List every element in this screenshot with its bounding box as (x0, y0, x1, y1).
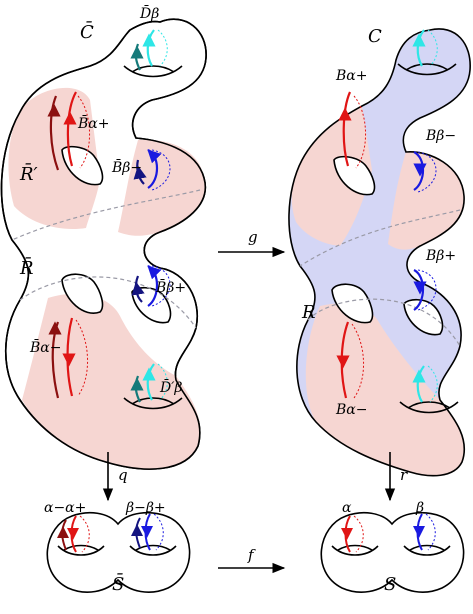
label-C: C (368, 26, 382, 47)
arrow-f-label: f (247, 546, 256, 564)
label-B-bar-beta-minus: B̄β− (111, 158, 142, 176)
label-R-bar-prime: R̄′ (19, 162, 38, 185)
label-B-beta-minus: Bβ− (425, 128, 456, 144)
left-dashed-1 (11, 189, 201, 241)
label-R-bar: R̄ (19, 256, 34, 279)
right-hole-2 (331, 283, 374, 324)
arrow-q-label: q (118, 466, 128, 484)
right-hole-3 (403, 298, 444, 336)
left-curve-Dbar-beta (130, 29, 168, 71)
left-handle-top (123, 65, 183, 78)
label-beta: β (415, 500, 424, 516)
right-pink-region-bottom (305, 303, 465, 476)
left-dashed-2 (19, 276, 197, 329)
label-C-bar: C̄ (80, 20, 94, 43)
label-S: S (384, 574, 396, 595)
right-curve-B-beta-plus (413, 269, 437, 311)
left-curve-Bbar-alpha-plus (47, 91, 90, 171)
surface-S-bar (46, 511, 191, 593)
left-covering-surface (0, 18, 207, 470)
arrow-r: r (384, 452, 408, 502)
label-alpha: α (342, 500, 352, 516)
label-alpha-minus-alpha-plus: α−α+ (44, 500, 86, 516)
arrow-g: g (218, 228, 286, 258)
right-curve-B-alpha-minus (336, 321, 364, 399)
arrow-f: f (218, 546, 286, 574)
left-hole-2 (61, 273, 104, 314)
left-curve-Bbar-alpha-minus (48, 317, 88, 399)
arrow-r-label: r (400, 466, 408, 484)
label-B-beta-plus: Bβ+ (425, 248, 456, 264)
right-handle-top (397, 63, 457, 76)
right-curve-B-beta-minus (413, 151, 437, 193)
right-handle-bottom (399, 401, 459, 414)
label-B-alpha-plus: Bα+ (335, 68, 367, 84)
left-hole-3 (131, 286, 172, 324)
right-pink-region-middle (388, 151, 465, 250)
left-curve-Bbar-beta-plus (131, 265, 171, 307)
label-B-bar-alpha-minus: B̄α− (29, 338, 61, 356)
label-R: R (301, 302, 316, 323)
label-D-bar-beta: D̄β (139, 4, 159, 22)
right-curve-cyan-bottom (412, 365, 438, 403)
right-curve-cyan-top (412, 29, 438, 67)
label-B-bar-beta-plus: B̄β+ (155, 278, 186, 296)
left-pink-region-bottom (22, 293, 201, 470)
right-hole-1 (333, 155, 376, 196)
label-B-bar-alpha-plus: B̄α+ (77, 114, 109, 132)
right-dashed-1 (299, 209, 461, 267)
right-pink-region-top (291, 106, 372, 246)
right-curve-B-alpha-plus (338, 91, 366, 169)
label-D-bar-beta-prime: D̄′β (159, 378, 183, 396)
right-surface (288, 28, 471, 477)
left-curve-Bbar-beta-minus (133, 149, 171, 191)
arrow-q: q (102, 452, 128, 502)
label-B-alpha-minus: Bα− (335, 402, 367, 418)
left-handle-bottom (123, 397, 183, 410)
left-curve-Dbar-beta-prime (130, 363, 168, 403)
surface-S (320, 511, 465, 593)
label-beta-minus-beta-plus: β−β+ (125, 500, 166, 516)
arrow-g-label: g (248, 228, 258, 246)
label-S-bar: S̄ (112, 572, 124, 595)
left-pink-region-middle (118, 139, 205, 236)
